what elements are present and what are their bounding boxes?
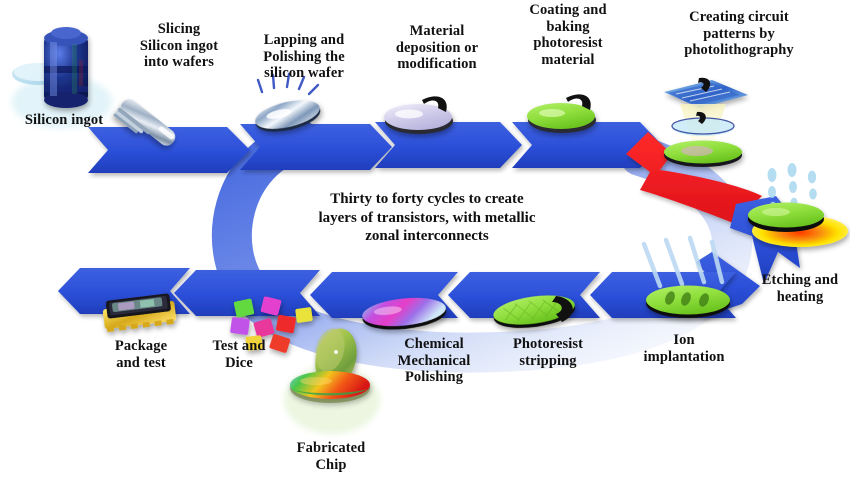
- shiny-wafer-icon: [255, 72, 321, 132]
- label-etching-heating: Etching and heating: [761, 272, 839, 305]
- label-fabricated-chip: Fabricated Chip: [296, 440, 366, 473]
- ion-beam-icon: [641, 235, 730, 318]
- dice-chips-icon: [230, 296, 313, 353]
- fabricated-chip-icon: [284, 328, 380, 434]
- packaged-chip-icon: [102, 293, 177, 333]
- label-photolithography: Creating circuit patterns by photolithog…: [684, 9, 794, 59]
- arrow-to-coating: [512, 122, 662, 168]
- label-silicon-ingot: Silicon ingot: [24, 112, 104, 128]
- stripping-arc-icon: [552, 296, 573, 322]
- label-ion-implantation: Ion implantation: [643, 332, 725, 365]
- label-coating-baking: Coating and baking photoresist material: [529, 2, 607, 68]
- ingot-icon: [12, 27, 112, 128]
- arrow-to-lapping: [240, 124, 392, 170]
- label-slicing: Slicing Silicon ingot into wafers: [139, 21, 219, 71]
- label-package-test: Package and test: [114, 338, 168, 371]
- cmp-wafer-icon: [362, 297, 447, 330]
- label-cmp: Chemical Mechanical Polishing: [397, 336, 471, 386]
- deposition-wafer-icon: [384, 96, 453, 134]
- label-material-deposition: Material deposition or modification: [395, 23, 479, 73]
- cycle-ring: [211, 120, 752, 373]
- label-test-dice: Test and Dice: [212, 338, 266, 371]
- label-photoresist-stripping: Photoresist stripping: [512, 336, 584, 369]
- stepper-icon: [664, 77, 748, 167]
- arrow-from-test-dice: [174, 270, 320, 316]
- top-arrow-group: [88, 122, 662, 173]
- saw-blade-icon: [113, 99, 176, 146]
- cycle-note: Thirty to forty cycles to create layers …: [318, 191, 536, 245]
- photolithography-red-arrow: [626, 132, 762, 232]
- photoresist-wafer-icon: [527, 94, 596, 133]
- coating-arc-icon: [566, 94, 591, 110]
- arrow-to-slicing: [88, 127, 250, 173]
- stripping-wafer-icon: [493, 295, 576, 328]
- label-lapping-polishing: Lapping and Polishing the silicon wafer: [263, 32, 345, 82]
- hotplate-icon: [748, 163, 848, 247]
- deposition-arc-icon: [422, 96, 447, 112]
